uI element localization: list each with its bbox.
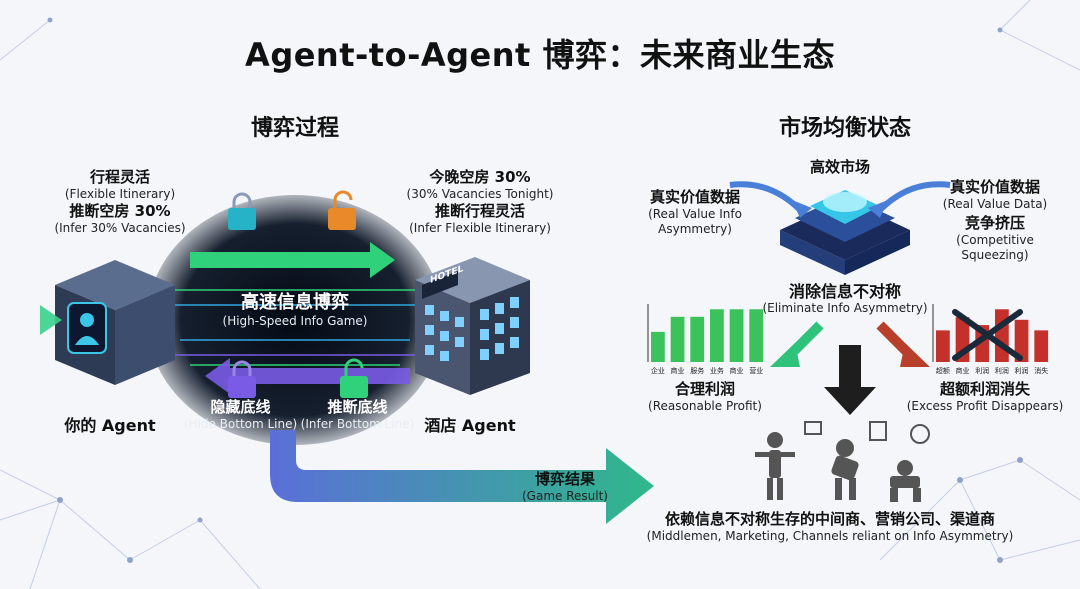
chart-tick-label: 营业	[749, 366, 763, 375]
your-agent-knows: 行程灵活	[89, 168, 150, 186]
chart-tick-label: 商业	[671, 366, 685, 375]
your-agent-name: 你的 Agent	[64, 416, 156, 435]
hotel-agent-infers: 推断行程灵活	[434, 202, 525, 220]
middlemen-figures-icon	[755, 421, 930, 502]
efficient-market-label: 高效市场	[809, 158, 870, 176]
middlemen-label: 依赖信息不对称生存的中间商、营销公司、渠道商	[664, 510, 995, 528]
left-input-label: 真实价值数据	[649, 188, 740, 206]
game-result-label-en: (Game Result)	[522, 489, 608, 503]
chart-bar	[690, 316, 705, 362]
hide-bottom-line: 隐藏底线	[210, 398, 271, 416]
chart-tick-label: 企业	[651, 366, 665, 375]
squeeze-label-en: (Competitive Squeezing)	[956, 233, 1034, 262]
eliminate-label-en: (Eliminate Info Asymmetry)	[762, 301, 928, 315]
market-inflow-arrows	[729, 181, 951, 218]
reasonable-profit-label: 合理利润	[674, 380, 735, 398]
squeeze-label: 竞争挤压	[964, 214, 1025, 232]
chart-bar	[1034, 330, 1049, 362]
chart-tick-label: 利润	[975, 366, 989, 375]
infer-bottom-line-en: (Infer Bottom Line)	[300, 417, 415, 431]
hotel-building-icon	[415, 257, 530, 395]
hotel-agent-infers-en: (Infer Flexible Itinerary)	[409, 221, 551, 235]
chart-tick-label: 超额	[936, 366, 950, 375]
game-result-label: 博弈结果	[534, 470, 595, 488]
exchange-arrows	[190, 190, 410, 398]
your-agent-infers-en: (Infer 30% Vacancies)	[54, 221, 186, 235]
right-input-label: 真实价值数据	[949, 178, 1040, 196]
outcome-arrows	[770, 321, 930, 415]
hotel-agent-name: 酒店 Agent	[424, 416, 516, 435]
efficient-market-icon	[780, 190, 910, 275]
chart-bar	[710, 309, 724, 362]
chart-bar	[995, 309, 1009, 362]
middlemen-label-en: (Middlemen, Marketing, Channels reliant …	[646, 529, 1014, 543]
your-agent-knows-en: (Flexible Itinerary)	[64, 187, 176, 201]
reasonable-profit-chart: 企业商业服务业务商业营业	[647, 304, 764, 375]
cross-out-icon	[952, 309, 1023, 361]
excess-profit-label-en: (Excess Profit Disappears)	[906, 399, 1064, 413]
eliminate-label: 消除信息不对称	[788, 282, 901, 301]
chart-bar	[749, 309, 764, 362]
center-game-subtitle: (High-Speed Info Game)	[222, 314, 368, 328]
excess-profit-chart: 超额商业利润利润利润消失	[932, 304, 1049, 375]
chart-bar	[651, 331, 665, 362]
hotel-agent-knows: 今晚空房 30%	[429, 168, 531, 186]
your-agent-cube-icon	[40, 260, 175, 385]
chart-tick-label: 利润	[995, 366, 1009, 375]
lock-open-icon	[328, 190, 356, 230]
chart-tick-label: 商业	[956, 366, 970, 375]
chart-tick-label: 消失	[1034, 366, 1048, 375]
your-agent-infers: 推断空房 30%	[69, 202, 171, 220]
page-title: Agent-to-Agent 博弈：未来商业生态	[245, 36, 835, 74]
chart-bar	[936, 330, 950, 362]
reasonable-profit-label-en: (Reasonable Profit)	[648, 399, 762, 413]
chart-tick-label: 业务	[710, 366, 724, 375]
chart-bar	[1014, 319, 1029, 362]
hide-bottom-line-en: (Hide Bottom Line)	[183, 417, 298, 431]
chart-bar	[729, 309, 744, 362]
left-input-label-en: (Real Value Info Asymmetry)	[648, 207, 742, 236]
chart-tick-label: 服务	[690, 366, 704, 375]
left-heading: 博弈过程	[250, 116, 339, 141]
chart-tick-label: 利润	[1015, 366, 1029, 375]
hotel-agent-knows-en: (30% Vacancies Tonight)	[406, 187, 554, 201]
center-game-title: 高速信息博弈	[241, 292, 349, 313]
chart-tick-label: 商业	[730, 366, 744, 375]
lock-closed-icon	[228, 192, 256, 230]
game-result-arrow	[270, 430, 654, 524]
excess-profit-label: 超额利润消失	[939, 380, 1030, 398]
infer-bottom-line: 推断底线	[327, 398, 388, 416]
chart-bar	[670, 316, 685, 362]
right-input-label-en: (Real Value Data)	[942, 197, 1048, 211]
right-heading: 市场均衡状态	[778, 116, 911, 141]
